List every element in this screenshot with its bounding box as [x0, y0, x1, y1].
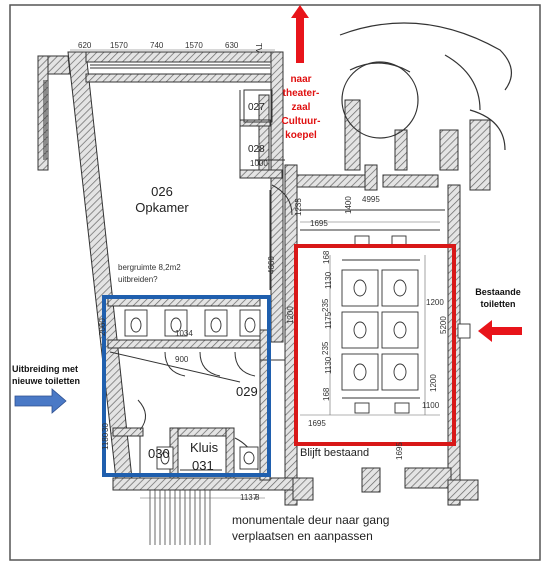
dim-1100: 1100 [422, 401, 440, 410]
red-arrow-up-icon [291, 5, 309, 63]
dim-4660: 4660 [267, 256, 276, 274]
remains-label: Blijft bestaand [300, 447, 369, 459]
dim-1130-b: 1130 [324, 356, 333, 374]
dim-tv: TV [254, 43, 263, 54]
dim-235: 235 [321, 298, 330, 312]
blue-arrow-right-icon [14, 388, 67, 414]
dim-1695-bottom: 1695 [308, 419, 326, 428]
room-026-number: 026 [151, 184, 173, 199]
dim-top-3: 740 [150, 41, 164, 50]
room-031-name: Kluis [190, 440, 219, 455]
dim-4995: 4995 [362, 195, 380, 204]
dimension-lines [70, 49, 440, 499]
stairs [149, 490, 211, 545]
dim-1200-left: 1200 [286, 306, 295, 324]
theater-line-3: zaal [292, 102, 311, 113]
windows [43, 64, 270, 160]
dim-2060: 2060 [98, 318, 107, 336]
dim-1137: 1137 [240, 493, 258, 502]
dim-1130-a: 1130 [324, 271, 333, 289]
room-029: 029 [236, 384, 258, 399]
existing-toilets-outline [294, 244, 456, 446]
dim-1175: 1175 [324, 311, 333, 329]
red-arrow-left-icon [478, 320, 522, 342]
new-toilet-fixtures [124, 309, 261, 470]
dim-1695-top: 1695 [310, 219, 328, 228]
dim-1235: 1235 [294, 198, 303, 216]
dim-1034: 1034 [175, 329, 193, 338]
dim-1695-side: 1695 [395, 442, 404, 460]
dim-235-b: 235 [321, 341, 330, 355]
dim-900: 900 [175, 355, 189, 364]
room-030: 030 [148, 446, 170, 461]
existing-toilets-line-2: toiletten [481, 299, 516, 309]
dim-top-4: 1570 [185, 41, 203, 50]
dim-8: 8 [255, 493, 260, 502]
extension-line-2: nieuwe toiletten [12, 376, 80, 386]
dim-1180: 1180 [101, 432, 110, 450]
theater-line-4: Cultuur- [282, 116, 321, 127]
dim-1200: 1200 [426, 298, 444, 307]
storage-line-1: bergruimte 8,2m2 [118, 263, 181, 272]
dim-168: 168 [322, 250, 331, 264]
extension-outline [102, 295, 271, 477]
dim-top-1: 620 [78, 41, 92, 50]
dome-outline [339, 22, 512, 151]
dim-top-5: 630 [225, 41, 239, 50]
room-028-dim: 1000 [250, 159, 268, 168]
dim-5200: 5200 [439, 316, 448, 334]
theater-line-5: koepel [285, 130, 317, 141]
theater-line-2: theater- [283, 88, 320, 99]
existing-toilets-line-1: Bestaande [475, 287, 521, 297]
room-028: 028 [248, 144, 265, 155]
extension-line-1: Uitbreiding met [12, 364, 78, 374]
theater-line-1: naar [290, 74, 311, 85]
dim-30: 30 [101, 423, 110, 432]
door-note-line-2: verplaatsen en aanpassen [232, 529, 373, 543]
dim-1200-side: 1200 [429, 374, 438, 392]
room-031-number: 031 [192, 458, 214, 473]
room-027: 027 [248, 102, 265, 113]
existing-toilet-fixtures [341, 235, 471, 414]
room-026-name: Opkamer [135, 200, 189, 215]
drawing-frame [9, 4, 541, 561]
storage-line-2: uitbreiden? [118, 275, 158, 284]
dim-top-2: 1570 [110, 41, 128, 50]
interior-lines [109, 89, 445, 478]
door-note-line-1: monumentale deur naar gang [232, 513, 389, 527]
dim-1400: 1400 [344, 196, 353, 214]
dim-168-b: 168 [322, 387, 331, 401]
